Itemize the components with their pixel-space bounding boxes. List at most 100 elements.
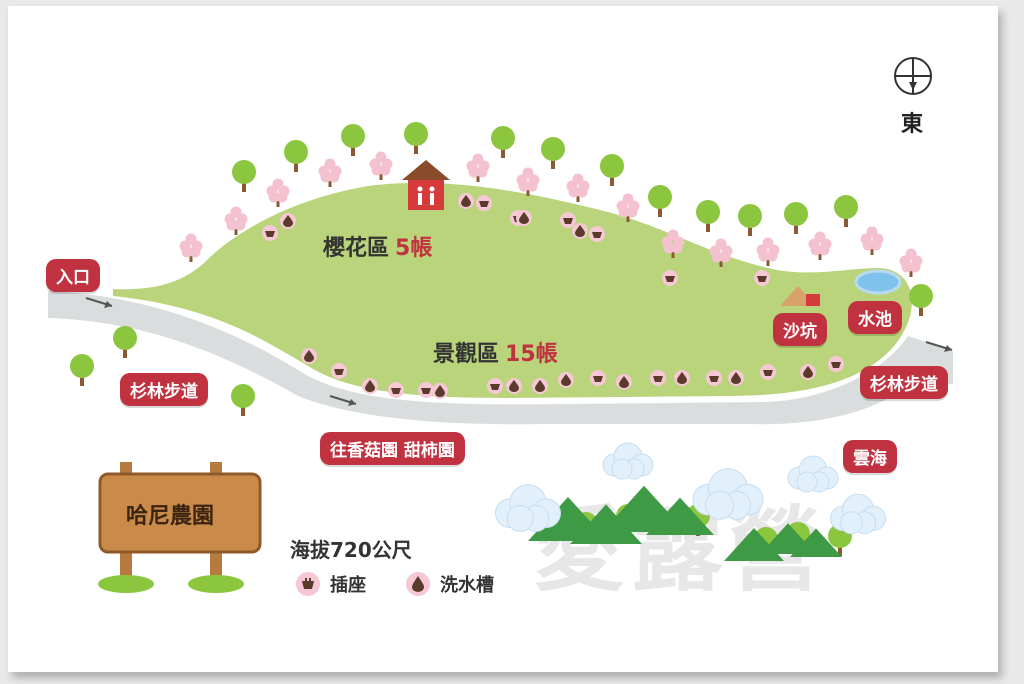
sink-icon [572,223,588,239]
tree-icon [541,137,565,169]
legend-sink-label: 洗水槽 [440,575,494,596]
compass-label: 東 [901,112,924,137]
outlet-icon [331,363,347,379]
tree-icon [232,160,256,192]
outlet-icon [589,226,605,242]
outlet-icon [560,212,576,228]
cedar-trail-right-label[interactable]: 杉林步道 [860,366,948,399]
outlet-icon [828,356,844,372]
outlet-icon [754,270,770,286]
cherry-tree-icon [756,237,780,266]
outlet-icon [418,382,434,398]
cherry-tree-icon [661,229,685,258]
cherry-tree-icon [860,226,884,255]
orchards-label[interactable]: 往香菇園 甜柿園 [320,432,465,465]
tree-icon [648,185,672,217]
tree-icon [600,154,624,186]
sandpit-label[interactable]: 沙坑 [773,313,827,346]
tree-icon [70,354,94,386]
pond-label[interactable]: 水池 [848,301,902,334]
cherry-tree-icon [709,238,733,267]
sink-icon [458,193,474,209]
cherry-tree-icon [266,178,290,207]
arrow-icon-orchard [329,395,357,406]
arrow-icon-trail [925,341,953,352]
mountain-icon [790,528,842,557]
compass-icon [894,57,932,95]
cloud-icon [602,442,654,480]
sink-icon [432,383,448,399]
outlet-icon [760,364,776,380]
legend-sink: 洗水槽 [406,571,494,597]
arrow-icon-entrance [85,297,113,308]
sink-icon [674,370,690,386]
sink-icon [280,213,296,229]
legend-outlet-label: 插座 [330,575,366,596]
campsite-map [48,57,953,593]
zone-scenic-name: 景觀區 [433,342,500,367]
sea-of-clouds-label[interactable]: 雲海 [843,440,897,473]
cloud-icon [830,493,887,535]
cherry-tree-icon [566,173,590,202]
path-lower [48,291,953,425]
outlet-icon [476,195,492,211]
farm-sign-text: 哈尼農園 [126,504,215,529]
cloud-icon [787,455,839,493]
sink-icon [800,364,816,380]
legend-outlet: 插座 [296,571,366,597]
cherry-tree-icon [466,153,490,182]
sink-icon [616,374,632,390]
sink-icon [406,572,430,596]
altitude-label: 海拔720公尺 [290,538,412,562]
sink-icon [506,378,522,394]
cherry-tree-icon [808,231,832,260]
tree-icon [284,140,308,172]
cherry-tree-icon [616,193,640,222]
mountain-icon [570,504,642,544]
outlet-icon [706,370,722,386]
tree-icon [231,384,255,416]
tree-icon [404,122,428,154]
sink-icon [516,210,532,226]
outlet-icon [388,382,404,398]
sandpit-icon [780,286,820,306]
pond-icon [854,269,902,295]
sink-icon [362,378,378,394]
tree-icon [491,126,515,158]
tree-icon [909,284,933,316]
tree-icon [341,124,365,156]
outlet-icon [487,378,503,394]
cherry-tree-icon [318,158,342,187]
outlet-icon [590,370,606,386]
cherry-tree-icon [179,233,203,262]
cherry-tree-icon [516,167,540,196]
tree-icon [834,195,858,227]
mountain-icon [646,497,714,535]
cherry-tree-icon [224,206,248,235]
zone-sakura-count: 5帳 [395,236,433,261]
cloud-icon [495,484,562,532]
sink-icon [558,372,574,388]
tree-icon [113,326,137,358]
zone-scenic-count: 15帳 [505,342,558,367]
outlet-icon [662,270,678,286]
cherry-tree-icon [899,248,923,277]
outlet-icon [296,572,320,596]
outlet-icon [650,370,666,386]
outlet-icon [262,225,278,241]
mountain-group [528,485,842,561]
zone-sakura-name: 櫻花區 [323,236,390,261]
amenity-group [262,193,844,399]
grass-area [113,182,912,398]
sink-icon [728,370,744,386]
restroom-icon [402,160,450,210]
tree-icon [784,202,808,234]
cedar-trail-left-label[interactable]: 杉林步道 [120,373,208,406]
farm-sign-icon [98,462,262,593]
entrance-label[interactable]: 入口 [46,259,100,292]
cloud-icon [692,468,764,520]
tree-icon [696,200,720,232]
tree-icon [738,204,762,236]
